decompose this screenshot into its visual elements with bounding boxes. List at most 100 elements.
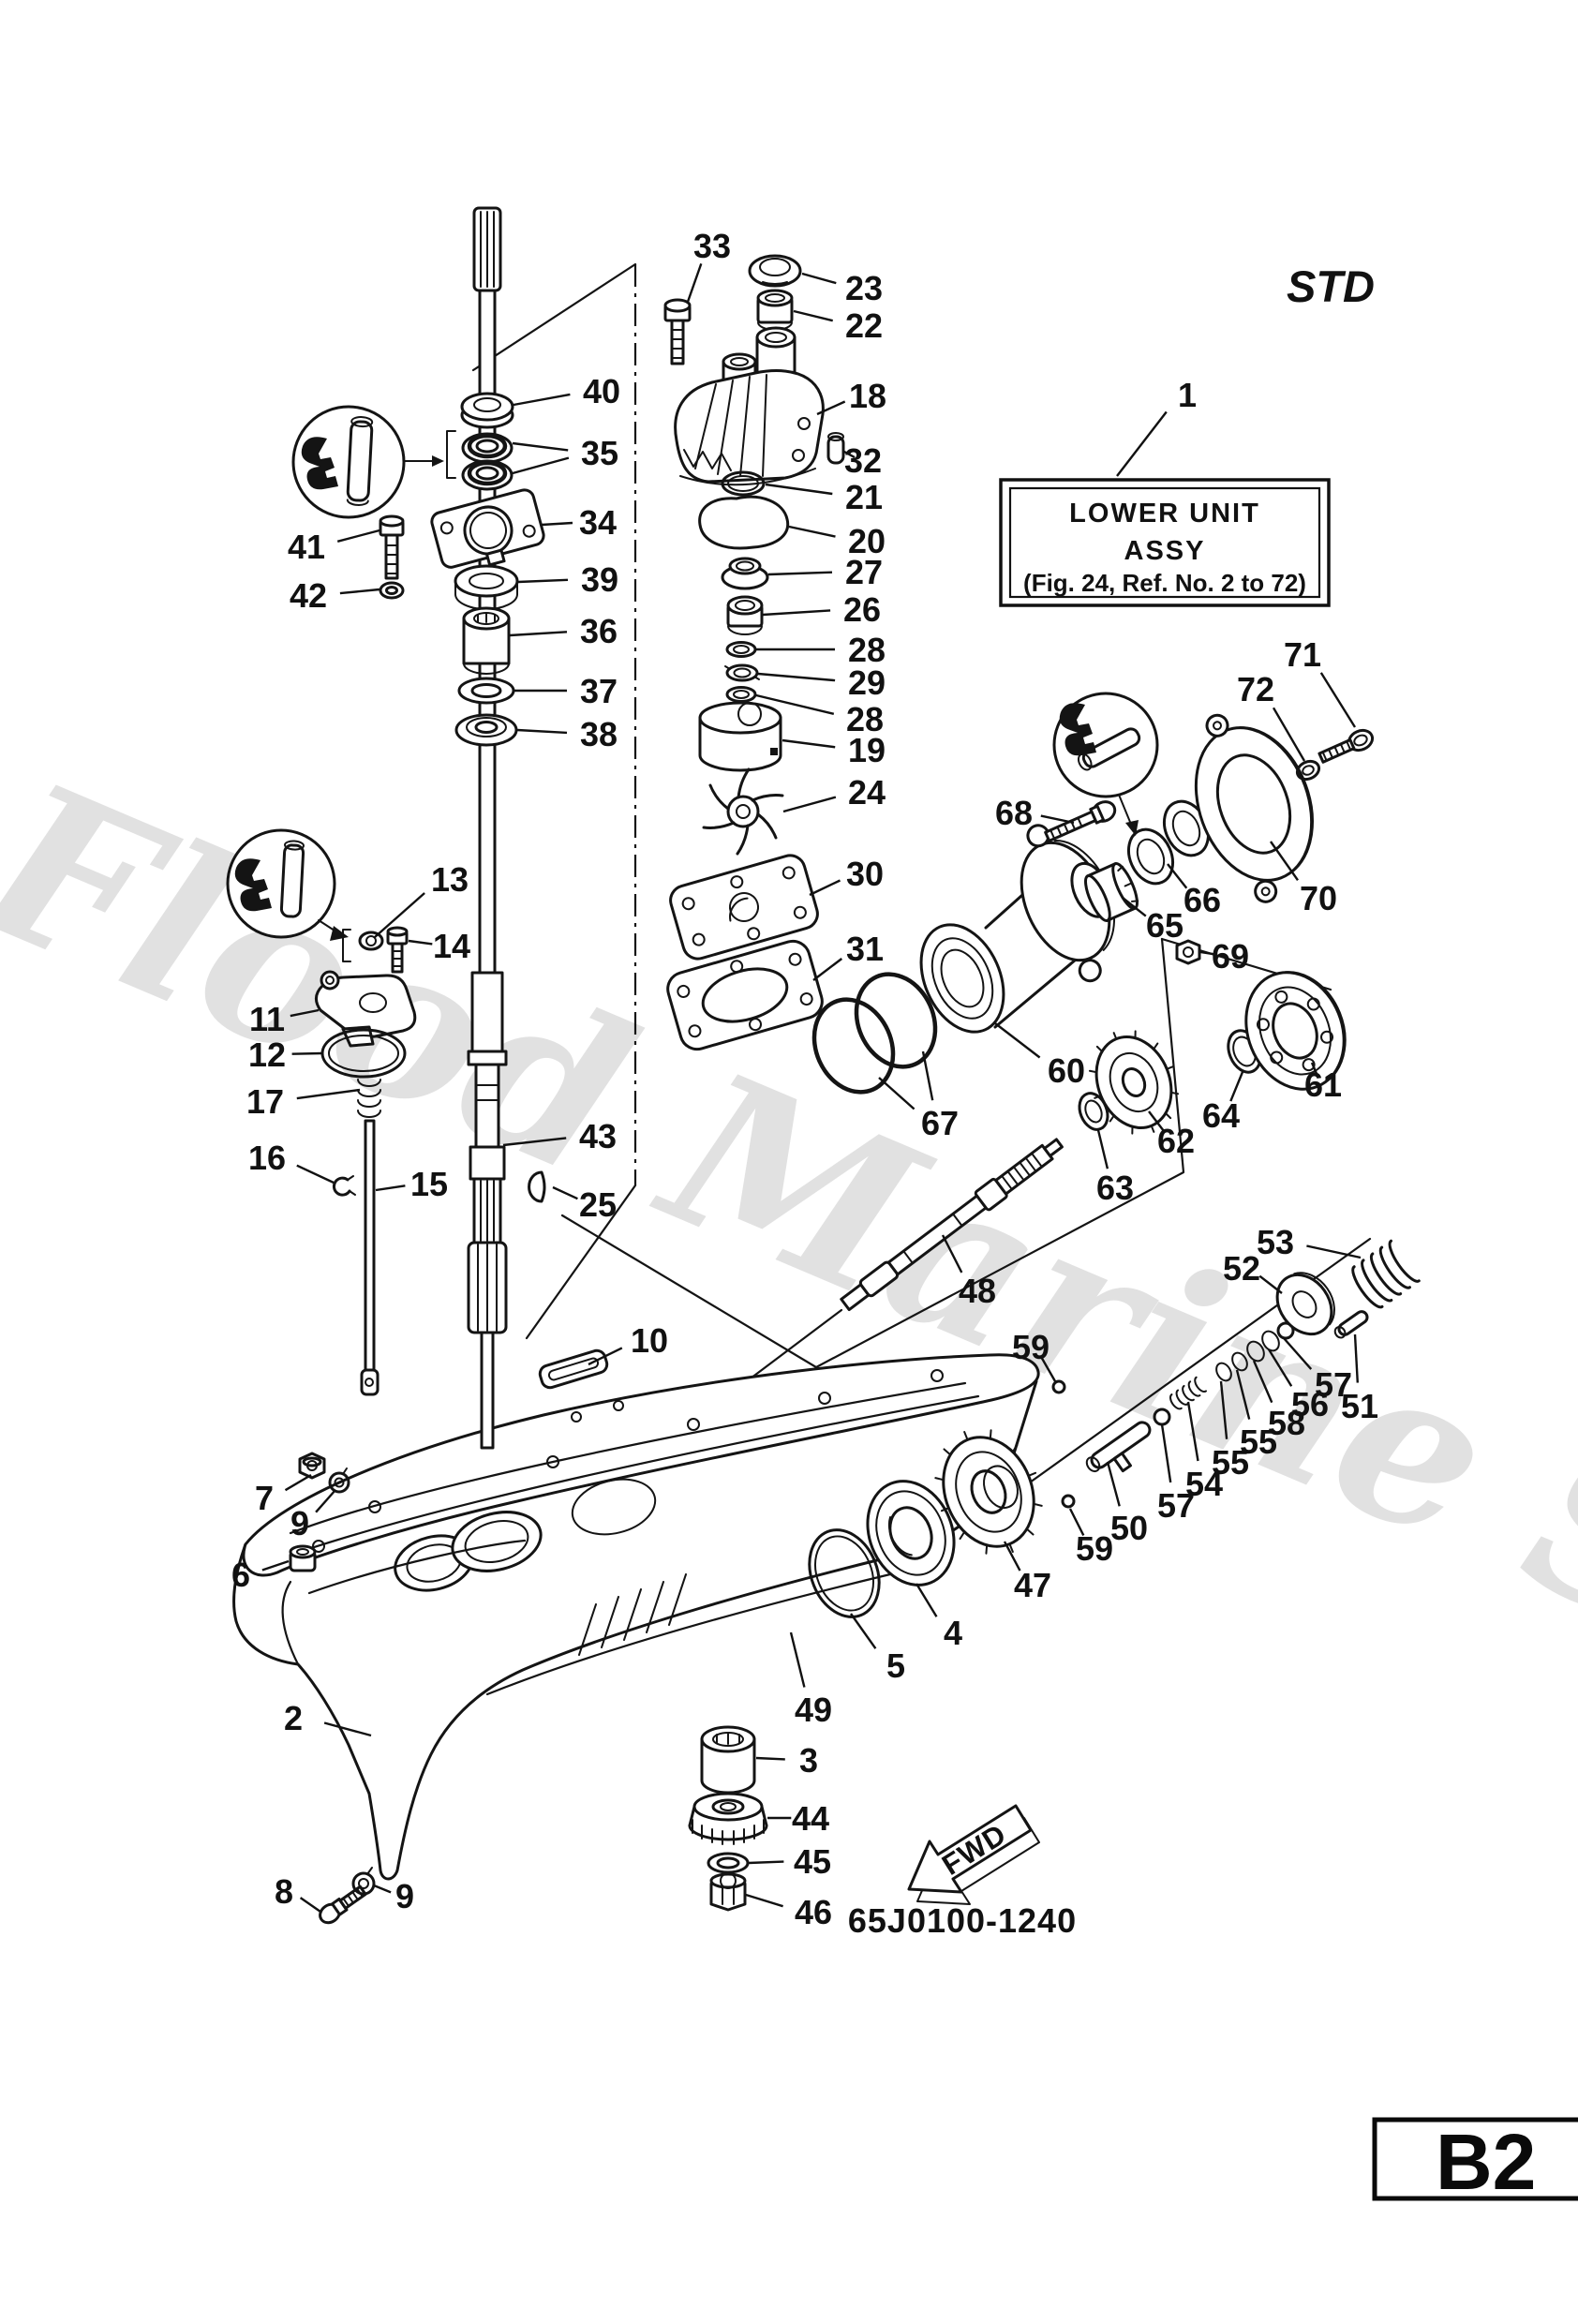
callout-28: 28	[848, 631, 886, 669]
leader-line-54	[1186, 1401, 1199, 1462]
leader-line-9	[315, 1489, 336, 1513]
leader-line-16	[296, 1164, 335, 1184]
part-pump-bushing	[756, 289, 794, 331]
callout-10: 10	[631, 1321, 668, 1360]
leader-line-48	[941, 1234, 963, 1274]
callout-32: 32	[844, 441, 882, 480]
part-sleeve-bushing	[462, 606, 511, 675]
part-pinion-nut	[709, 1872, 747, 1912]
leader-line-59	[1040, 1357, 1057, 1382]
callout-30: 30	[846, 855, 884, 893]
part-pump-base-plate	[430, 488, 545, 569]
page-code: B2	[1436, 2118, 1536, 2206]
leader-line-47	[1003, 1541, 1021, 1572]
leader-line-66	[1167, 863, 1188, 889]
callout-68: 68	[995, 794, 1033, 832]
callout-19: 19	[848, 731, 886, 769]
part-pinion-bearing	[700, 1725, 756, 1795]
leader-line-30	[809, 879, 841, 897]
leader-line-52	[1258, 1274, 1283, 1294]
callout-47: 47	[1014, 1566, 1051, 1604]
callout-36: 36	[580, 612, 618, 650]
leader-line-72	[1272, 707, 1306, 762]
part-washer-lower	[725, 686, 757, 703]
part-reverse-gear	[934, 1429, 1043, 1555]
fwd-arrow-icon: FWD	[907, 1804, 1040, 1905]
part-impeller	[702, 767, 784, 856]
leader-line-34	[541, 521, 573, 527]
leader-line-27	[767, 571, 833, 576]
callout-52: 52	[1223, 1249, 1260, 1288]
part-pinion-washer	[707, 1852, 750, 1874]
callout-37: 37	[580, 672, 618, 710]
leader-line-12	[291, 1051, 323, 1055]
callout-9: 9	[290, 1504, 309, 1542]
part-lock-washer	[724, 663, 760, 682]
part-washer-upper	[725, 641, 757, 658]
part-inner-plate-gasket	[666, 939, 824, 1051]
part-drain-screw	[319, 1885, 367, 1925]
variant-label: STD	[1287, 261, 1375, 311]
leader-line-67	[878, 1077, 916, 1110]
part-oil-seals-pair	[446, 430, 514, 491]
callout-61: 61	[1304, 1065, 1342, 1104]
callout-28: 28	[846, 700, 884, 738]
callout-48: 48	[959, 1272, 996, 1310]
leader-line-19	[782, 738, 836, 749]
callout-17: 17	[246, 1082, 284, 1121]
callout-39: 39	[581, 560, 618, 599]
part-insert-cartridge	[698, 701, 782, 772]
leader-line-9	[373, 1884, 392, 1894]
leader-line-3	[755, 1756, 785, 1761]
part-carrier-bolt	[1044, 800, 1117, 842]
leader-line-71	[1319, 672, 1357, 728]
callout-7: 7	[255, 1479, 274, 1517]
callout-69: 69	[1212, 937, 1249, 976]
leader-line-23	[801, 272, 837, 285]
leader-line-17	[296, 1088, 361, 1100]
callout-70: 70	[1300, 879, 1337, 917]
callout-11: 11	[249, 1000, 285, 1038]
callout-14: 14	[433, 927, 470, 965]
leader-line-4	[915, 1583, 938, 1617]
leader-line-64	[1229, 1071, 1244, 1102]
part-bushing-upper	[721, 557, 769, 590]
leader-line-58	[1252, 1360, 1273, 1404]
callout-25: 25	[579, 1185, 617, 1224]
callout-55: 55	[1212, 1443, 1249, 1482]
callout-8: 8	[275, 1872, 293, 1911]
leader-line-57	[1160, 1423, 1172, 1483]
callout-54: 54	[1185, 1465, 1223, 1503]
callout-57: 57	[1315, 1365, 1352, 1404]
leader-line-55	[1219, 1380, 1228, 1439]
callout-71: 71	[1284, 635, 1321, 674]
callout-59: 59	[1076, 1529, 1113, 1568]
callout-53: 53	[1257, 1223, 1294, 1261]
leader-line-43	[502, 1137, 567, 1147]
leader-line-13	[374, 892, 425, 938]
callout-4: 4	[944, 1614, 962, 1652]
leader-line-65	[1122, 897, 1147, 917]
assy-reference-box: LOWER UNIT ASSY (Fig. 24, Ref. No. 2 to …	[999, 478, 1331, 607]
part-carrier-nut	[1175, 939, 1201, 965]
callout-21: 21	[845, 478, 883, 516]
part-shift-cam-group	[315, 926, 417, 1396]
part-bushing-lower	[726, 595, 764, 635]
part-gasket-washer-upper	[328, 1467, 350, 1494]
callout-1: 1	[1178, 376, 1197, 414]
callout-9: 9	[395, 1877, 414, 1915]
assy-box-line2: ASSY	[1124, 536, 1206, 566]
leader-line-50	[1106, 1461, 1121, 1507]
callout-41: 41	[288, 528, 325, 566]
leader-line-38	[516, 728, 568, 735]
part-cover-washer	[1295, 759, 1321, 782]
leader-line-20	[788, 525, 836, 538]
callout-31: 31	[846, 930, 884, 968]
detail-balloon-carrier-pin	[1052, 692, 1159, 836]
part-seal-housing	[454, 713, 518, 747]
part-oring-propshaft	[808, 1528, 881, 1618]
callout-5: 5	[886, 1646, 905, 1685]
part-ball-bearing	[1244, 971, 1347, 1091]
leader-line-42	[339, 588, 380, 595]
part-pinion-gear	[688, 1792, 768, 1845]
